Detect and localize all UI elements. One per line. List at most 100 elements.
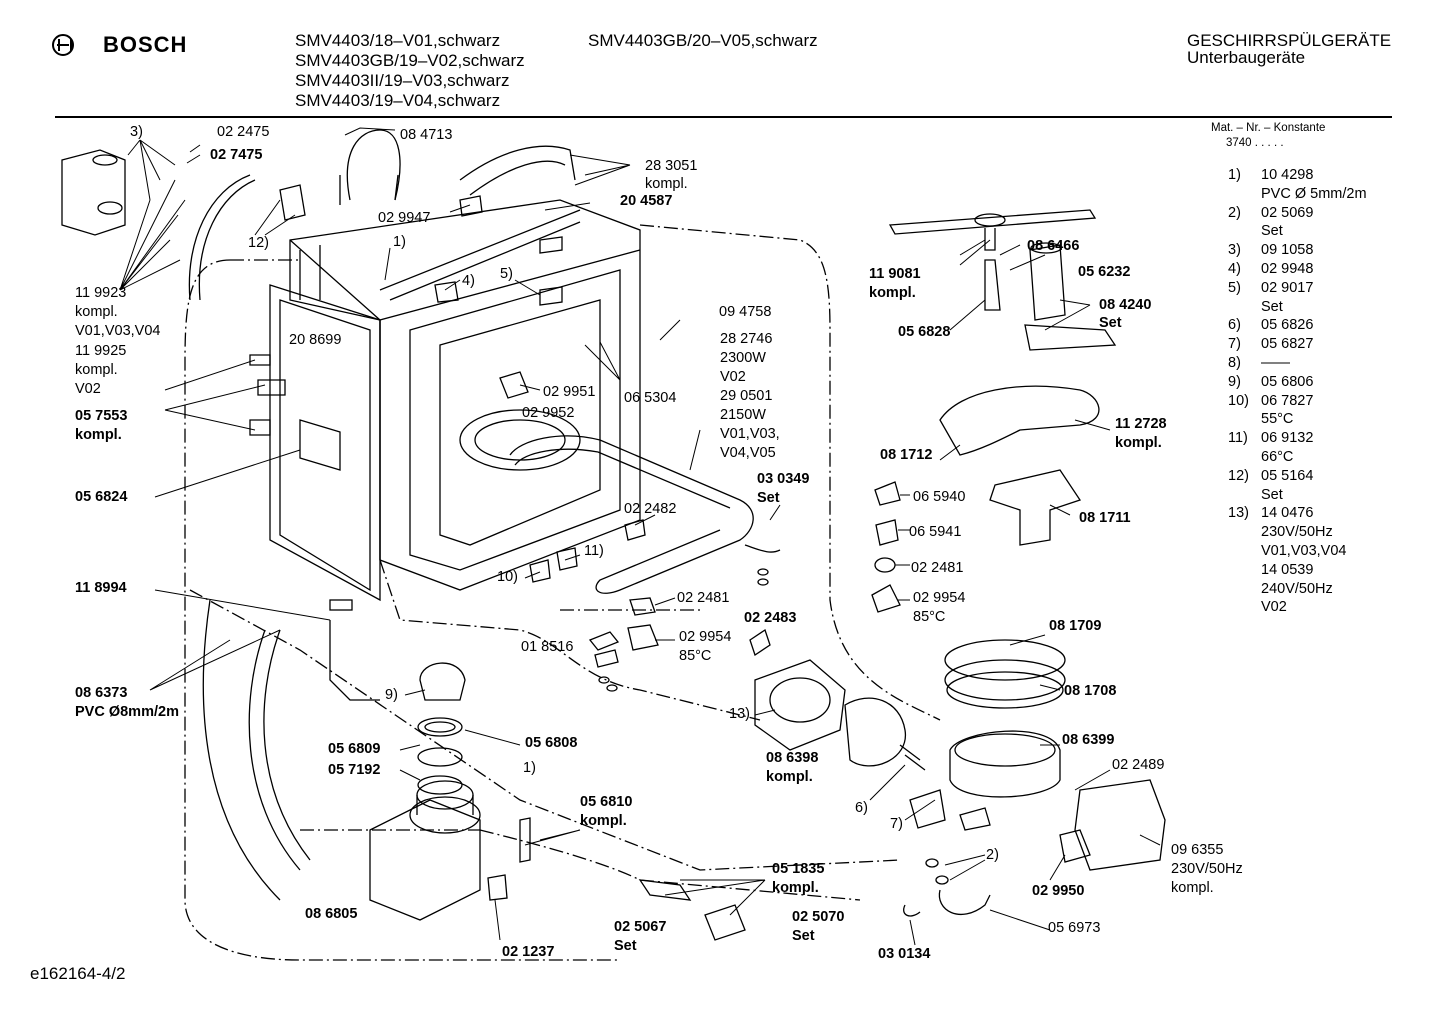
category-title: GESCHIRRSPÜLGERÄTE bbox=[1187, 31, 1392, 50]
label-029954b: 02 9954 bbox=[913, 590, 966, 606]
label-051835-kompl: kompl. bbox=[772, 880, 819, 896]
legend-number: 11) bbox=[1228, 430, 1248, 447]
label-10: 10) bbox=[497, 569, 518, 585]
legend-line: 09 1058 bbox=[1261, 242, 1314, 259]
label-022482: 02 2482 bbox=[624, 501, 677, 517]
label-057553: 05 7553 bbox=[75, 408, 128, 424]
frame-outline bbox=[184, 224, 941, 961]
label-3: 3) bbox=[130, 124, 143, 140]
legend-number: 8) bbox=[1228, 354, 1241, 371]
label-051835: 05 1835 bbox=[772, 861, 825, 877]
label-119925: 11 9925 bbox=[75, 343, 127, 359]
label-025067-set: Set bbox=[614, 938, 637, 954]
brand-name: BOSCH bbox=[103, 32, 188, 57]
label-084240: 08 4240 bbox=[1099, 297, 1152, 313]
label-029954a: 02 9954 bbox=[679, 629, 732, 645]
label-022489: 02 2489 bbox=[1112, 757, 1165, 773]
label-065940: 06 5940 bbox=[913, 489, 966, 505]
label-056232: 05 6232 bbox=[1078, 264, 1131, 280]
legend-line: 06 7827 bbox=[1261, 392, 1314, 409]
label-5: 5) bbox=[500, 266, 513, 282]
legend-line: 02 5069 bbox=[1261, 204, 1314, 221]
legend-line: 02 9948 bbox=[1261, 260, 1314, 277]
legend-line: 14 0476 bbox=[1261, 505, 1314, 522]
label-022481a: 02 2481 bbox=[677, 590, 730, 606]
label-056809: 05 6809 bbox=[328, 741, 381, 757]
label-1b: 1) bbox=[523, 760, 536, 776]
label-086466: 08 6466 bbox=[1027, 238, 1080, 254]
label-230v: 230V/50Hz bbox=[1171, 861, 1243, 877]
label-v01v03v04: V01,V03,V04 bbox=[75, 323, 161, 339]
legend-line: —— bbox=[1261, 354, 1290, 371]
legend-number: 7) bbox=[1228, 336, 1241, 353]
label-7: 7) bbox=[890, 816, 903, 832]
label-85cb: 85°C bbox=[913, 609, 946, 625]
label-057192: 05 7192 bbox=[328, 762, 381, 778]
label-086399: 08 6399 bbox=[1062, 732, 1115, 748]
label-030134: 03 0134 bbox=[878, 946, 931, 962]
label-9: 9) bbox=[385, 687, 398, 703]
label-084713: 08 4713 bbox=[400, 127, 453, 143]
label-086398: 08 6398 bbox=[766, 750, 819, 766]
label-056810: 05 6810 bbox=[580, 794, 633, 810]
label-85ca: 85°C bbox=[679, 648, 712, 664]
legend-item: 4)02 9948 bbox=[1228, 260, 1428, 279]
legend-number: 2) bbox=[1228, 204, 1241, 221]
legend-line: 240V/50Hz bbox=[1261, 580, 1333, 597]
legend-item: 10) 06 7827 55°C bbox=[1228, 392, 1428, 430]
label-4: 4) bbox=[462, 273, 475, 289]
label-056973: 05 6973 bbox=[1048, 920, 1101, 936]
lower-spray-arm bbox=[888, 209, 1097, 251]
legend-number: 9) bbox=[1228, 373, 1241, 390]
label-v01v03: V01,V03, bbox=[720, 426, 780, 442]
label-029951: 02 9951 bbox=[543, 384, 596, 400]
label-056824: 05 6824 bbox=[75, 489, 128, 505]
label-13: 13) bbox=[729, 706, 750, 722]
label-084240-set: Set bbox=[1099, 315, 1122, 331]
model-line: SMV4403/19–V04,schwarz bbox=[295, 91, 501, 110]
legend-number: 5) bbox=[1228, 279, 1241, 296]
model-line: SMV4403GB/19–V02,schwarz bbox=[295, 51, 525, 70]
legend-line: 06 9132 bbox=[1261, 430, 1314, 447]
label-112728-kompl: kompl. bbox=[1115, 435, 1162, 451]
bosch-logo-icon bbox=[52, 34, 74, 56]
label-086373: 08 6373 bbox=[75, 685, 128, 701]
label-081708: 08 1708 bbox=[1064, 683, 1117, 699]
label-pvc8: PVC Ø8mm/2m bbox=[75, 704, 179, 720]
filter-parts bbox=[939, 242, 1117, 798]
label-283051: 28 3051 bbox=[645, 158, 698, 174]
upper-spray-tube bbox=[379, 145, 581, 301]
legend-number: 6) bbox=[1228, 317, 1241, 334]
label-022483: 02 2483 bbox=[744, 610, 797, 626]
label-021237: 02 1237 bbox=[502, 944, 555, 960]
legend-line: 02 9017 bbox=[1261, 279, 1314, 296]
legend-number: 3) bbox=[1228, 242, 1241, 259]
label-081709: 08 1709 bbox=[1049, 618, 1102, 634]
label-086398-kompl: kompl. bbox=[766, 769, 813, 785]
label-118994: 11 8994 bbox=[75, 580, 127, 596]
legend-line: 55°C bbox=[1261, 411, 1294, 428]
small-parts bbox=[249, 184, 901, 941]
label-029952: 02 9952 bbox=[522, 405, 575, 421]
model-line: SMV4403/18–V01,schwarz bbox=[295, 31, 501, 50]
frame-outline-2 bbox=[300, 559, 861, 901]
label-112728: 11 2728 bbox=[1115, 416, 1167, 432]
drain-fittings bbox=[903, 779, 1166, 917]
legend-item: 9)05 6806 bbox=[1228, 373, 1428, 392]
label-2150w: 2150W bbox=[720, 407, 766, 423]
leader-lines bbox=[119, 127, 1161, 946]
label-v02a: V02 bbox=[75, 381, 101, 397]
label-119925-kompl: kompl. bbox=[75, 362, 118, 378]
label-065941: 06 5941 bbox=[909, 524, 962, 540]
label-086805: 08 6805 bbox=[305, 906, 358, 922]
model-line: SMV4403II/19–V03,schwarz bbox=[295, 71, 510, 90]
label-030349-set: Set bbox=[757, 490, 780, 506]
legend-line: 05 5164 bbox=[1261, 467, 1314, 484]
water-tank bbox=[61, 149, 126, 236]
label-081711: 08 1711 bbox=[1079, 510, 1131, 526]
label-119923-kompl: kompl. bbox=[75, 304, 118, 320]
sump-housing bbox=[369, 662, 481, 921]
legend-number: 10) bbox=[1228, 392, 1249, 409]
